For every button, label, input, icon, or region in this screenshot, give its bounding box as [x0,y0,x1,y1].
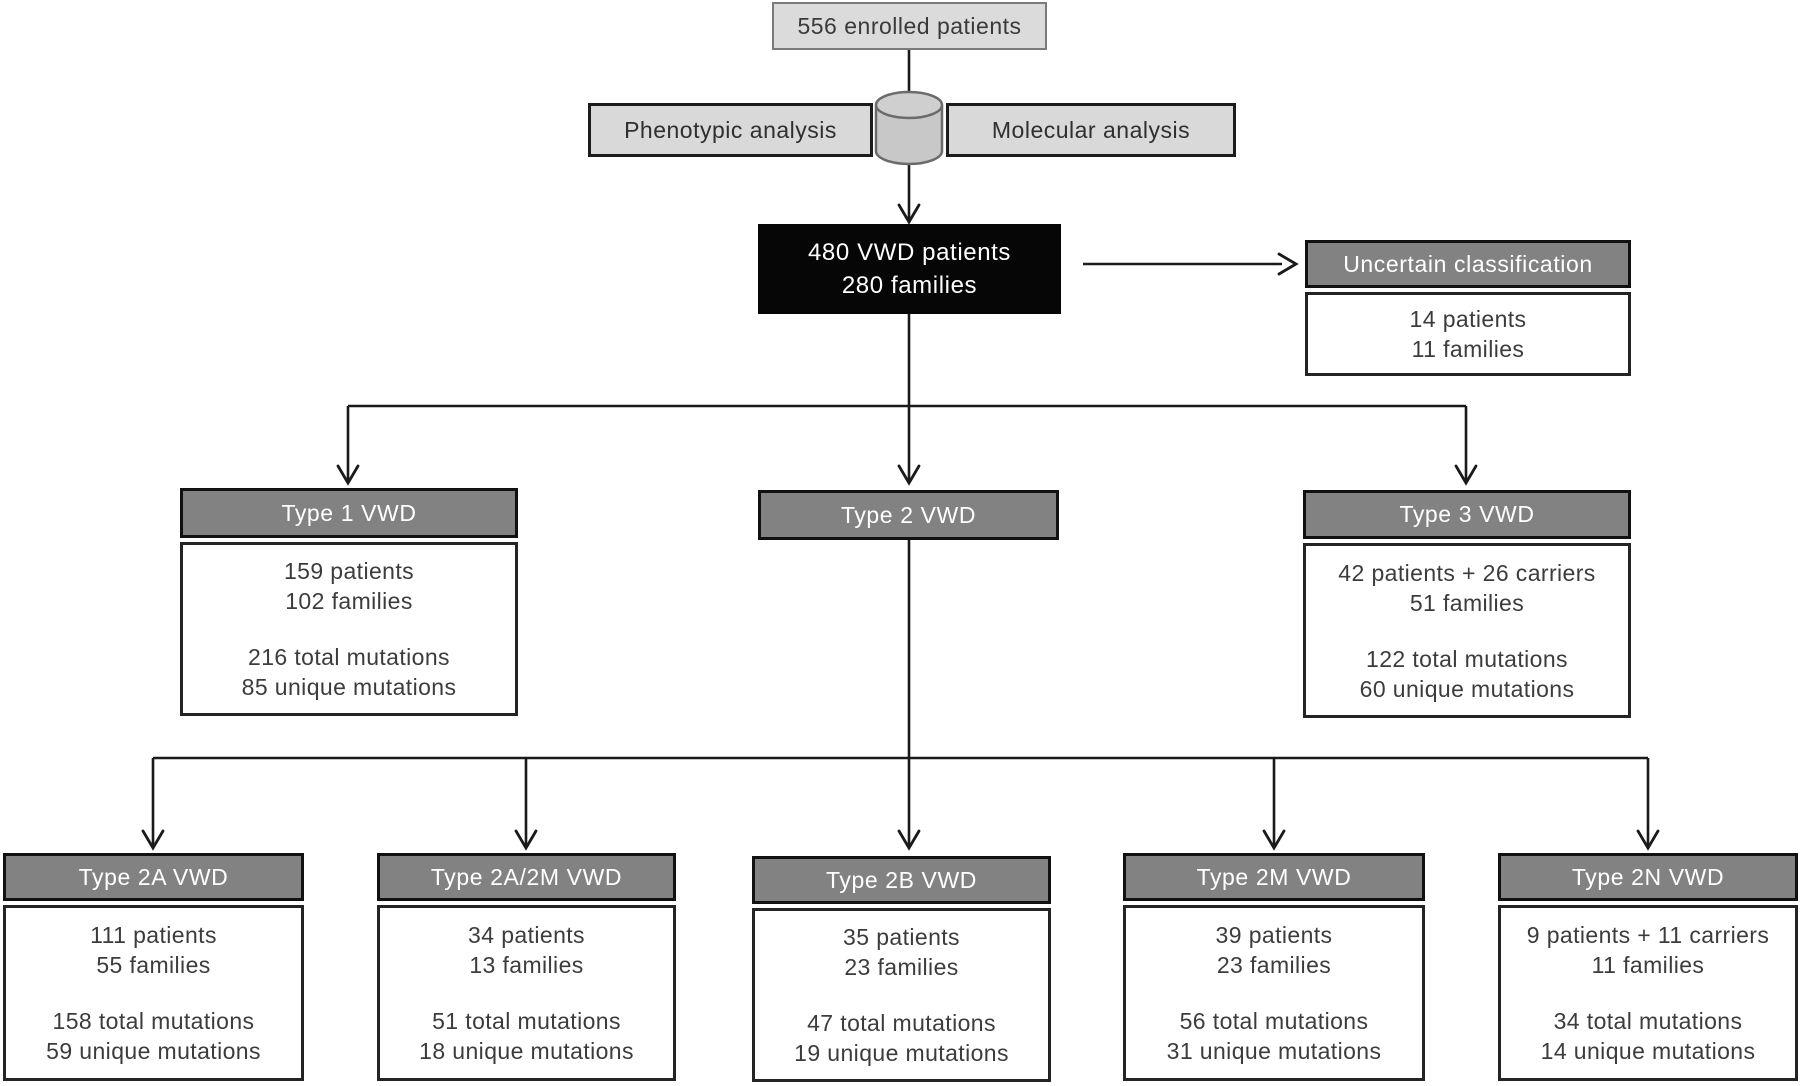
connector-root-branch [336,314,1478,486]
stat-line: 85 unique mutations [241,674,457,700]
type1-header: Type 1 VWD [180,488,518,538]
phenotypic-analysis-box: Phenotypic analysis [588,103,873,157]
stat-line: 11 families [1411,336,1525,362]
stat-line: 56 total mutations [1179,1008,1369,1034]
stat-line: 122 total mutations [1366,645,1568,672]
type1-body: 159 patients 102 families 216 total muta… [180,542,518,716]
stat-line: 9 patients + 11 carriers [1526,922,1770,948]
type2a-header: Type 2A VWD [3,853,304,901]
stat-line: 158 total mutations [52,1008,255,1034]
stat-line: 111 patients [90,922,217,948]
type3-title: Type 3 VWD [1399,501,1535,527]
stat-line: 47 total mutations [807,1010,996,1036]
type2b-patient-stats: 35 patients 23 families [843,922,960,982]
type1-mutation-stats: 216 total mutations 85 unique mutations [242,642,457,702]
stat-line: 11 families [1591,952,1705,978]
type3-body: 42 patients + 26 carriers 51 families 12… [1303,543,1631,718]
stat-line: 51 total mutations [432,1008,621,1034]
stat-line: 13 families [469,952,584,978]
type2a-body: 111 patients 55 families 158 total mutat… [3,905,304,1081]
type3-patient-stats: 42 patients + 26 carriers 51 families [1338,558,1595,618]
stat-line: 39 patients [1215,922,1333,948]
stat-line: 216 total mutations [248,644,450,670]
molecular-analysis-box: Molecular analysis [946,103,1236,157]
type2n-mutation-stats: 34 total mutations 14 unique mutations [1541,1006,1756,1066]
stat-line: 14 unique mutations [1540,1038,1756,1064]
stat-line: 159 patients [283,558,415,584]
type2a2m-mutation-stats: 51 total mutations 18 unique mutations [419,1006,634,1066]
type2a-title: Type 2A VWD [78,863,229,890]
type3-mutation-stats: 122 total mutations 60 unique mutations [1360,644,1575,704]
type2m-body: 39 patients 23 families 56 total mutatio… [1123,905,1425,1081]
type2a2m-header: Type 2A/2M VWD [377,853,676,901]
stat-line: 55 families [96,952,211,978]
root-line-families: 280 families [841,272,978,299]
stat-line: 60 unique mutations [1359,675,1575,702]
stat-line: 18 unique mutations [419,1038,634,1064]
enrolled-patients-box: 556 enrolled patients [772,2,1047,50]
stat-line: 34 patients [468,922,585,948]
stat-line: 23 families [1216,952,1332,978]
type2m-mutation-stats: 56 total mutations 31 unique mutations [1167,1006,1382,1066]
type2m-title: Type 2M VWD [1196,863,1352,890]
type2m-header: Type 2M VWD [1123,853,1425,901]
type2a-mutation-stats: 158 total mutations 59 unique mutations [46,1006,261,1066]
phenotypic-analysis-label: Phenotypic analysis [624,116,837,143]
type1-patient-stats: 159 patients 102 families [284,556,414,616]
stat-line: 51 families [1409,589,1525,616]
stat-line: 14 patients [1409,306,1527,332]
type2b-header: Type 2B VWD [752,856,1051,904]
stat-line: 59 unique mutations [46,1038,261,1064]
stat-line: 19 unique mutations [794,1040,1009,1066]
type2n-title: Type 2N VWD [1571,863,1725,890]
type2m-patient-stats: 39 patients 23 families [1216,920,1333,980]
type2a2m-title: Type 2A/2M VWD [430,863,623,890]
type2b-title: Type 2B VWD [825,866,978,893]
stat-line: 23 families [844,954,959,980]
type2a-patient-stats: 111 patients 55 families [90,920,217,980]
uncertain-classification-header: Uncertain classification [1305,240,1631,288]
connector-root-to-uncertain [1083,252,1299,276]
database-cylinder-icon [874,90,944,166]
root-line-patients: 480 VWD patients [807,239,1012,266]
root-vwd-patients-box: 480 VWD patients 280 families [758,224,1061,314]
stat-line: 34 total mutations [1553,1008,1743,1034]
type2b-body: 35 patients 23 families 47 total mutatio… [752,908,1051,1082]
uncertain-classification-body: 14 patients 11 families [1305,292,1631,376]
type2n-header: Type 2N VWD [1498,853,1798,901]
connector-type2-branch [141,540,1660,851]
type2n-patient-stats: 9 patients + 11 carriers 11 families [1527,920,1770,980]
stat-line: 42 patients + 26 carriers [1338,559,1596,586]
enrolled-patients-label: 556 enrolled patients [797,12,1022,39]
stat-line: 102 families [285,588,413,614]
stat-line: 35 patients [843,924,960,950]
stat-line: 31 unique mutations [1166,1038,1382,1064]
connector-database-to-root [897,163,921,225]
type2b-mutation-stats: 47 total mutations 19 unique mutations [794,1008,1009,1068]
type2-header: Type 2 VWD [758,490,1059,540]
uncertain-stats: 14 patients 11 families [1410,304,1527,364]
type2n-body: 9 patients + 11 carriers 11 families 34 … [1498,905,1798,1081]
type1-title: Type 1 VWD [281,499,417,526]
type2a2m-body: 34 patients 13 families 51 total mutatio… [377,905,676,1081]
molecular-analysis-label: Molecular analysis [991,116,1191,143]
type2a2m-patient-stats: 34 patients 13 families [468,920,585,980]
uncertain-classification-title: Uncertain classification [1343,250,1593,277]
type2-title: Type 2 VWD [840,501,977,528]
type3-header: Type 3 VWD [1303,490,1631,539]
